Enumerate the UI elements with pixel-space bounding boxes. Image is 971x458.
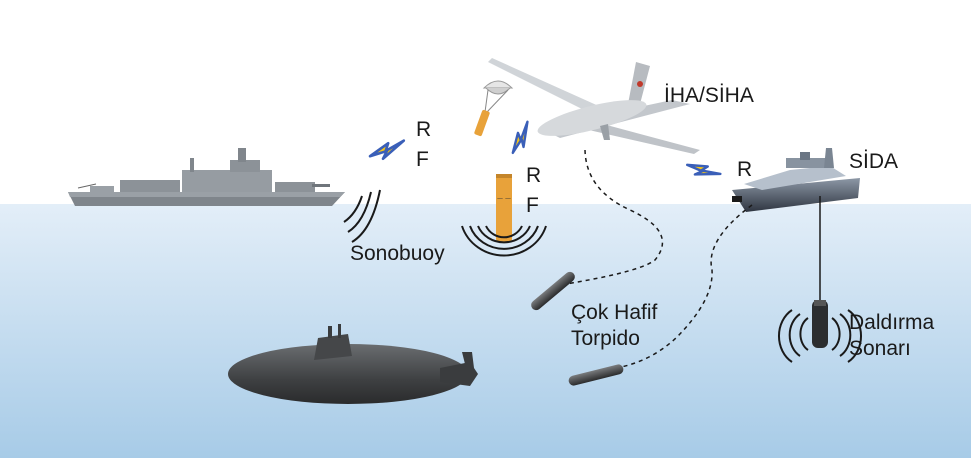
sonobuoy-sonar-wave-icon xyxy=(461,225,547,257)
uav-label: İHA/SİHA xyxy=(664,84,754,107)
lightning-icon xyxy=(684,152,722,188)
dipping-sonar-label-line2: Sonarı xyxy=(849,337,911,360)
dipping-sonar-label-line1: Daldırma xyxy=(849,311,935,334)
drone-icon xyxy=(488,58,700,154)
torpedo-label-line1: Çok Hafif xyxy=(571,301,658,324)
sonobuoy-label: Sonobuoy xyxy=(350,242,445,265)
rf-ship-r-label: R xyxy=(416,118,432,141)
lightning-icon xyxy=(502,120,540,156)
parachute-icon xyxy=(474,80,514,137)
rf-buoy-r-label: R xyxy=(526,164,542,187)
submarine-icon xyxy=(228,324,478,404)
usv-label: SİDA xyxy=(849,150,899,173)
rf-ship-f-label: F xyxy=(416,148,429,171)
rf-buoy-f-label: F xyxy=(526,194,539,217)
sonobuoy-icon: — — xyxy=(496,174,512,242)
torpedo-label-line2: Torpido xyxy=(571,327,640,350)
sea-background xyxy=(0,204,971,458)
torpedo-label: Çok Hafif Torpido xyxy=(571,300,657,352)
lightning-icon xyxy=(368,139,406,161)
dipping-sonar-icon xyxy=(812,300,828,348)
svg-text:— —: — — xyxy=(497,195,511,202)
rf-usv-r-label: R xyxy=(737,158,753,181)
torpedo-icon xyxy=(568,364,624,386)
dipping-sonar-wave-icon xyxy=(777,309,863,363)
warship-icon xyxy=(68,148,345,206)
usv-icon xyxy=(732,148,860,212)
torpedo-icon xyxy=(531,271,575,311)
dipping-sonar-label: Daldırma Sonarı xyxy=(849,310,934,362)
ship-sonar-wave-icon xyxy=(343,189,381,243)
